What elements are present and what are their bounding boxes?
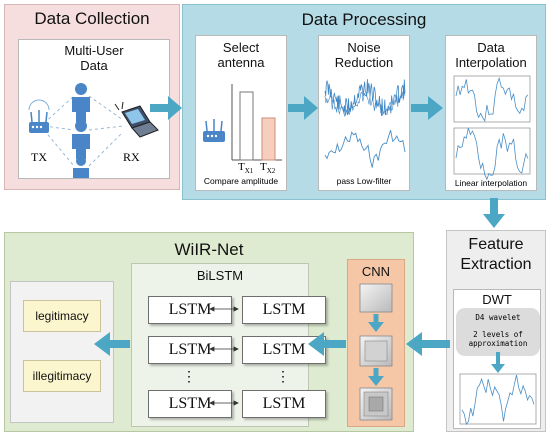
compare-amplitude-caption: Compare amplitude: [203, 176, 279, 186]
data-interpolation-box: Data Interpolation Linear interpolation: [445, 35, 537, 191]
cnn-box: CNN: [347, 259, 405, 427]
tx1-amplitude-bar: [239, 91, 254, 161]
wiir-net-title: WiIR-Net: [174, 240, 244, 259]
arrow-icon: [368, 376, 384, 386]
router-icon: [203, 119, 225, 142]
filtered-signal: [324, 130, 406, 168]
data-processing-title: Data Processing: [301, 10, 427, 29]
person-icon: [72, 83, 90, 122]
feature-extraction-panel: Feature Extraction DWT D4 wavelet 2 leve…: [446, 230, 546, 432]
cnn-layers: [359, 283, 393, 421]
cnn-layer-2: [359, 335, 393, 367]
wavelet-params: D4 wavelet 2 levels of approximation: [456, 308, 540, 356]
linear-interpolation-caption: Linear interpolation: [454, 178, 528, 188]
select-antenna-title: Select antenna: [217, 40, 265, 70]
select-antenna-box: Select antenna TX1 TX2: [195, 35, 287, 191]
arrow-icon: [368, 322, 384, 332]
bilstm-title: BiLSTM: [196, 268, 244, 283]
dwt-box: DWT D4 wavelet 2 levels of approximation: [453, 289, 541, 429]
tx-label: TX: [31, 150, 47, 164]
bilstm-box: BiLSTM LSTM LSTM LSTM LSTM LSTM LSTM ⋮ ⋮: [131, 263, 326, 427]
tx2-amplitude-bar: [261, 117, 276, 161]
lstm-backward-2: LSTM: [242, 336, 326, 364]
lstm-forward-1: LSTM: [148, 296, 232, 324]
illegitimacy-label: illegitimacy: [23, 360, 101, 392]
lstm-forward-3: LSTM: [148, 390, 232, 418]
arrow-icon: [483, 198, 505, 228]
legitimacy-label: legitimacy: [23, 300, 101, 332]
router-icon: [28, 99, 50, 133]
noise-reduction-box: Noise Reduction pass Low-filter: [318, 35, 410, 191]
cnn-title: CNN: [361, 264, 391, 279]
lstm-backward-3: LSTM: [242, 390, 326, 418]
lstm-backward-1: LSTM: [242, 296, 326, 324]
noisy-signal-2: [324, 91, 406, 118]
data-collection-panel: Data Collection Multi-User Data: [4, 4, 180, 190]
arrow-icon: [491, 364, 505, 373]
interp-signal-1: [455, 76, 529, 123]
lstm-forward-2: LSTM: [148, 336, 232, 364]
feature-extraction-title: Feature Extraction: [460, 236, 532, 273]
rx-label: RX: [123, 150, 140, 164]
ellipsis-right: ⋮: [276, 368, 290, 384]
collection-graphic: [28, 83, 159, 178]
person-icon: [73, 156, 89, 178]
data-collection-title: Data Collection: [34, 9, 150, 28]
dwt-graphic: [459, 352, 537, 426]
person-icon: [72, 120, 90, 159]
cnn-layer-1: [359, 283, 393, 313]
laptop-icon: [114, 101, 159, 138]
interpolation-plots: [453, 75, 531, 181]
data-interpolation-title: Data Interpolation: [455, 40, 527, 70]
output-box: legitimacy illegitimacy: [10, 281, 114, 423]
tx2-label: TX2: [260, 161, 276, 176]
antenna-graphic: [203, 84, 282, 161]
wiir-net-panel: WiIR-Net legitimacy illegitimacy BiLSTM …: [4, 232, 414, 432]
levels-label: 2 levels of approximation: [468, 330, 528, 348]
dwt-signal: [461, 374, 535, 426]
interp-signal-2: [455, 127, 529, 181]
tx1-label: TX1: [238, 161, 254, 176]
multi-user-subpanel: Multi-User Data: [18, 39, 170, 179]
noisy-signal: [324, 79, 406, 117]
cnn-layer-3: [359, 387, 393, 421]
dwt-title: DWT: [482, 292, 512, 307]
data-processing-panel: Data Processing Select antenna TX1: [182, 4, 546, 200]
wavelet-label: D4 wavelet: [475, 313, 521, 322]
ellipsis-left: ⋮: [182, 368, 196, 384]
multi-user-title: Multi-User Data: [64, 43, 124, 73]
noise-signals: [324, 79, 406, 168]
noise-reduction-title: Noise Reduction: [334, 40, 394, 70]
low-pass-caption: pass Low-filter: [336, 176, 392, 186]
